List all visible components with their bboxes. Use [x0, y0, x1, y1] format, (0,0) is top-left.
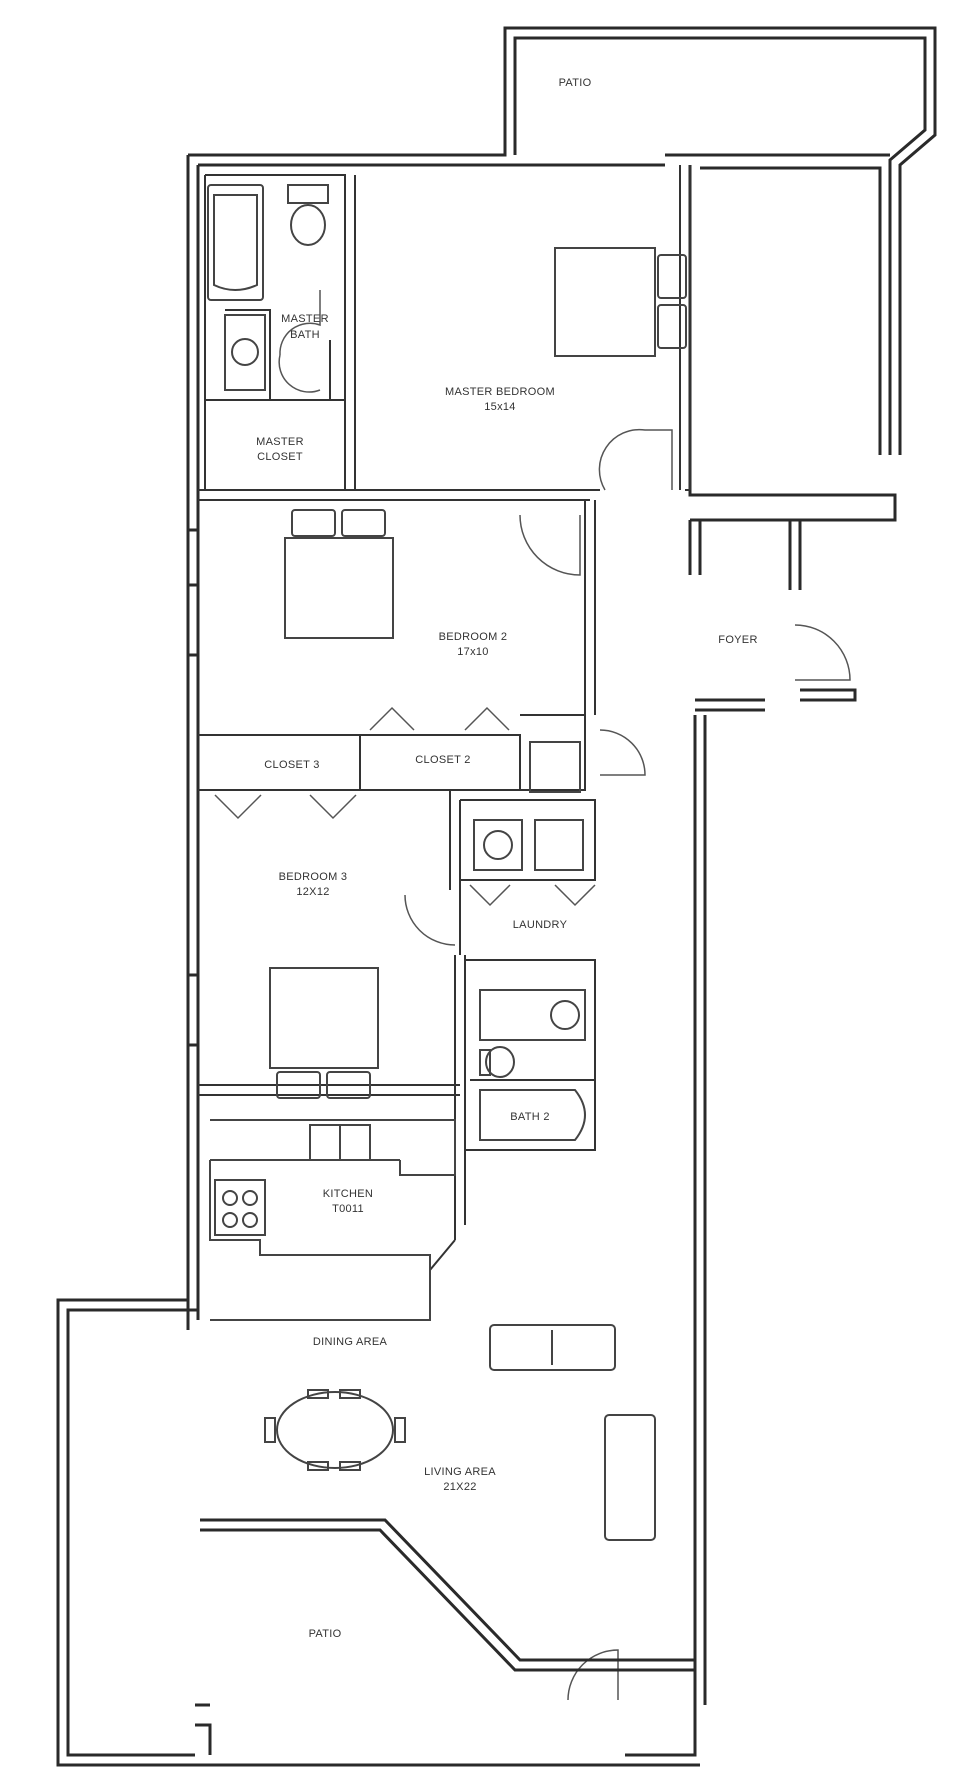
living-area-size: 21X22: [443, 1481, 476, 1493]
room-labels: PATIO MASTER BATH MASTER CLOSET MASTER B…: [256, 77, 757, 1640]
master-closet-label: MASTER: [256, 436, 304, 448]
master-closet-label-2: CLOSET: [257, 451, 303, 463]
bath-2-label: BATH 2: [510, 1111, 550, 1123]
closet-3-label: CLOSET 3: [264, 759, 319, 771]
master-bath-label: MASTER: [281, 313, 329, 325]
bedroom-2-size: 17x10: [457, 646, 488, 658]
patio-bottom-label: PATIO: [309, 1628, 342, 1640]
closet-2-label: CLOSET 2: [415, 754, 470, 766]
bedroom-2-label: BEDROOM 2: [439, 631, 508, 643]
kitchen-size: T0011: [332, 1203, 364, 1215]
doors: [214, 290, 851, 1701]
dining-area-label: DINING AREA: [313, 1336, 388, 1348]
bedroom-3-size: 12X12: [296, 886, 329, 898]
master-bath-label-2: BATH: [290, 329, 320, 341]
interior-walls: [198, 165, 691, 1305]
bedroom-3-label: BEDROOM 3: [279, 871, 348, 883]
exterior-walls: [56, 26, 937, 1767]
fixtures: [200, 184, 695, 1672]
living-area-label: LIVING AREA: [424, 1466, 496, 1478]
master-bedroom-size: 15x14: [484, 401, 515, 413]
foyer-label: FOYER: [718, 634, 757, 646]
patio-top-label: PATIO: [559, 77, 592, 89]
master-bedroom-label: MASTER BEDROOM: [445, 386, 555, 398]
kitchen-label: KITCHEN: [323, 1188, 373, 1200]
laundry-label: LAUNDRY: [513, 919, 568, 931]
